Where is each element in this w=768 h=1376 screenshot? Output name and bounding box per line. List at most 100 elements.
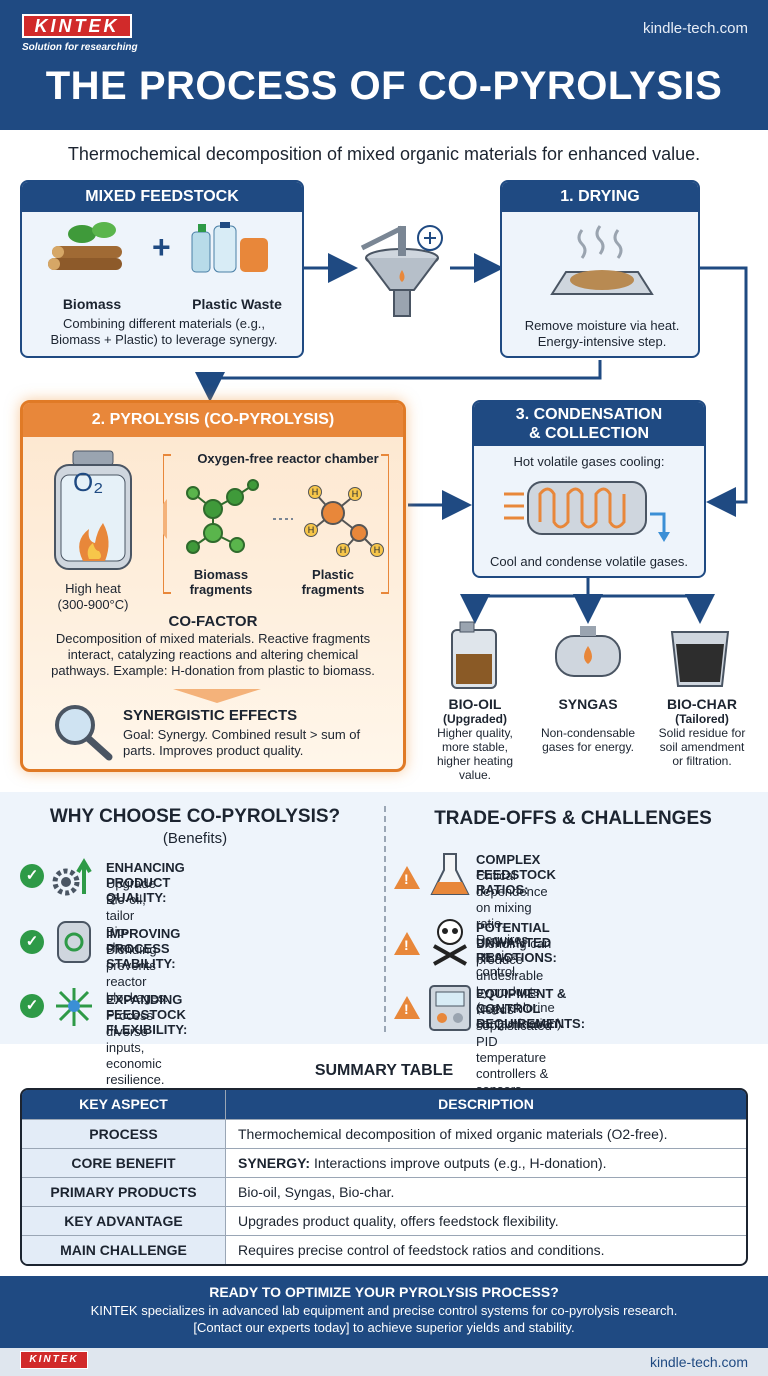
drying-title: 1. DRYING bbox=[502, 182, 698, 212]
plus-sign: + bbox=[152, 229, 171, 265]
summary-title: SUMMARY TABLE bbox=[314, 1062, 454, 1079]
condenser-icon bbox=[504, 481, 670, 542]
funnel-mixer-icon bbox=[360, 225, 443, 317]
cta-banner: READY TO OPTIMIZE YOUR PYROLYSIS PROCESS… bbox=[0, 1276, 768, 1348]
summary-table: KEY ASPECT DESCRIPTION PROCESS Thermoche… bbox=[20, 1088, 748, 1266]
table-row: CORE BENEFIT SYNERGY: Interactions impro… bbox=[22, 1148, 746, 1177]
table-header-cell: KEY ASPECT bbox=[22, 1090, 226, 1119]
reactor-cycle-icon bbox=[57, 921, 91, 963]
flow-arrows bbox=[195, 225, 748, 624]
flask-icon bbox=[430, 853, 470, 895]
table-aspect: KEY ADVANTAGE bbox=[22, 1207, 226, 1235]
table-aspect: CORE BENEFIT bbox=[22, 1149, 226, 1177]
pyrolysis-panel: 2. PYROLYSIS (CO-PYROLYSIS) O₂ High heat… bbox=[20, 400, 406, 772]
bio-char-bucket-icon bbox=[670, 631, 730, 687]
tradeoff-title: EQUIPMENT & CONTROL REQUIREMENTS: bbox=[476, 986, 586, 1031]
benefit-desc: Upgrade Bio-oil, tailor Bio-char. bbox=[106, 876, 156, 955]
table-row: PROCESS Thermochemical decomposition of … bbox=[22, 1119, 746, 1148]
arrows-expand-icon bbox=[56, 988, 92, 1026]
table-desc: SYNERGY: Interactions improve outputs (e… bbox=[238, 1155, 607, 1171]
warning-icon: ! bbox=[394, 866, 420, 889]
hydrogen-atom: H bbox=[336, 543, 350, 557]
feedstock-icons: + bbox=[48, 222, 268, 273]
drying-tray-icon bbox=[550, 225, 654, 295]
cta-contact-link[interactable]: [Contact our experts today] to achieve s… bbox=[193, 1320, 575, 1335]
condensation-bottom-label: Cool and condense volatile gases. bbox=[489, 554, 689, 569]
benefit-title: IMPROVING PROCESS STABILITY: bbox=[106, 926, 181, 971]
table-aspect: PROCESS bbox=[22, 1120, 226, 1148]
skull-crossbones-icon bbox=[433, 919, 467, 966]
footer-bar bbox=[0, 1348, 768, 1376]
hydrogen-atom: H bbox=[308, 485, 322, 499]
benefits-title: WHY CHOOSE CO-PYROLYSIS? bbox=[49, 806, 341, 827]
logo-tagline: Solution for researching bbox=[22, 42, 138, 53]
check-icon: ✓ bbox=[20, 864, 44, 888]
o2-label: O₂ bbox=[73, 467, 104, 497]
tradeoff-title: POTENTIAL UNWANTED REACTIONS: bbox=[476, 920, 557, 965]
magnifier-icon bbox=[55, 705, 113, 761]
biomass-icon bbox=[48, 222, 122, 270]
hydrogen-atom: H bbox=[370, 543, 384, 557]
gear-growth-icon bbox=[52, 858, 92, 896]
kintek-logo[interactable]: KINTEK bbox=[22, 14, 132, 38]
check-icon: ✓ bbox=[20, 930, 44, 954]
arrow-drying-to-condensation bbox=[700, 266, 748, 517]
syngas-tank-icon bbox=[555, 626, 621, 677]
plastic-waste-label: Plastic Waste bbox=[192, 296, 282, 312]
hydrogen-atom: H bbox=[348, 487, 362, 501]
condensation-panel: 3. CONDENSATION& COLLECTION Hot volatile… bbox=[472, 400, 706, 578]
product-icons bbox=[451, 621, 730, 689]
page-title: THE PROCESS OF CO-PYROLYSIS bbox=[45, 64, 723, 108]
feedstock-desc: Combining different materials (e.g.,Biom… bbox=[50, 316, 278, 347]
biomass-molecule bbox=[186, 479, 259, 554]
plastic-waste-icon bbox=[191, 222, 268, 273]
table-row: KEY ADVANTAGE Upgrades product quality, … bbox=[22, 1206, 746, 1235]
biomass-label: Biomass bbox=[62, 296, 122, 312]
table-desc: Upgrades product quality, offers feedsto… bbox=[238, 1213, 559, 1229]
product-bio-char: BIO-CHAR (Tailored) Solid residue for so… bbox=[658, 696, 746, 768]
table-desc: Thermochemical decomposition of mixed or… bbox=[238, 1126, 668, 1142]
table-aspect: PRIMARY PRODUCTS bbox=[22, 1178, 226, 1206]
site-link-top[interactable]: kindle-tech.com bbox=[642, 20, 748, 37]
condensation-top-label: Hot volatile gases cooling: bbox=[513, 454, 665, 469]
benefits-subtitle: (Benefits) bbox=[162, 830, 228, 847]
benefit-desc: Blending prevents reactor blockages. bbox=[106, 942, 169, 1005]
chamber-label: Oxygen-free reactor chamber bbox=[197, 451, 379, 466]
drying-desc: Remove moisture via heat.Energy-intensiv… bbox=[524, 318, 680, 349]
pyrolysis-title: 2. PYROLYSIS (CO-PYROLYSIS) bbox=[23, 403, 403, 437]
cofactor-title: CO-FACTOR bbox=[168, 613, 258, 630]
tradeoff-title: COMPLEX FEEDSTOCK RATIOS: bbox=[476, 852, 556, 897]
warning-icon: ! bbox=[394, 932, 420, 955]
benefit-title: EXPANDING FEEDSTOCK FLEXIBILITY: bbox=[106, 992, 188, 1037]
cta-title: READY TO OPTIMIZE YOUR PYROLYSIS PROCESS… bbox=[209, 1284, 559, 1300]
condensation-title: 3. CONDENSATION& COLLECTION bbox=[474, 402, 704, 446]
table-header-row: KEY ASPECT DESCRIPTION bbox=[22, 1090, 746, 1119]
warning-icon: ! bbox=[394, 996, 420, 1019]
table-desc: Requires precise control of feedstock ra… bbox=[238, 1242, 605, 1258]
arrow-drying-to-pyrolysis bbox=[195, 360, 602, 402]
kintek-logo-footer[interactable]: KINTEK bbox=[20, 1351, 88, 1369]
benefit-desc: Process diverse inputs, economic resilie… bbox=[106, 1008, 165, 1087]
drying-panel: 1. DRYING Remove moisture via heat.Energ… bbox=[500, 180, 700, 358]
high-heat-label: High heat(300-900°C) bbox=[57, 581, 129, 612]
feedstock-title: MIXED FEEDSTOCK bbox=[22, 182, 302, 212]
table-row: MAIN CHALLENGE Requires precise control … bbox=[22, 1235, 746, 1264]
table-header-cell: DESCRIPTION bbox=[226, 1090, 746, 1119]
hydrogen-atom: H bbox=[304, 523, 318, 537]
check-icon: ✓ bbox=[20, 994, 44, 1018]
table-row: PRIMARY PRODUCTS Bio-oil, Syngas, Bio-ch… bbox=[22, 1177, 746, 1206]
reactor-vessel-icon bbox=[54, 450, 132, 570]
cta-line-1: KINTEK specializes in advanced lab equip… bbox=[90, 1303, 678, 1318]
control-panel-icon bbox=[429, 985, 471, 1031]
bio-oil-jug-icon bbox=[451, 621, 497, 689]
down-arrow bbox=[173, 689, 261, 703]
table-aspect: MAIN CHALLENGE bbox=[22, 1236, 226, 1264]
site-link-bottom[interactable]: kindle-tech.com bbox=[649, 1354, 748, 1370]
product-bio-oil: BIO-OIL (Upgraded) Higher quality, more … bbox=[436, 696, 514, 782]
page-subtitle: Thermochemical decomposition of mixed or… bbox=[67, 144, 701, 164]
